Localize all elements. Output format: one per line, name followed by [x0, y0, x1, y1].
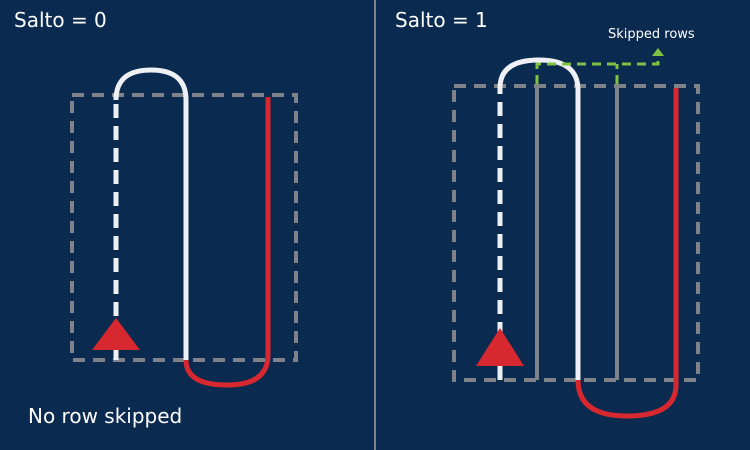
start-arrow-icon	[92, 318, 140, 350]
right-title: Salto = 1	[395, 8, 488, 32]
turn-top	[497, 57, 581, 380]
skipped-rows-label: Skipped rows	[608, 27, 695, 42]
arrow-up-icon	[652, 48, 664, 56]
turn-top	[113, 67, 189, 360]
left-diagram	[70, 67, 298, 388]
left-title: Salto = 0	[14, 8, 107, 32]
right-diagram	[452, 48, 700, 419]
left-caption: No row skipped	[28, 404, 183, 428]
start-arrow-icon	[476, 328, 524, 366]
skip-indicator	[535, 52, 660, 84]
red-row	[575, 88, 679, 419]
red-row	[183, 97, 271, 388]
